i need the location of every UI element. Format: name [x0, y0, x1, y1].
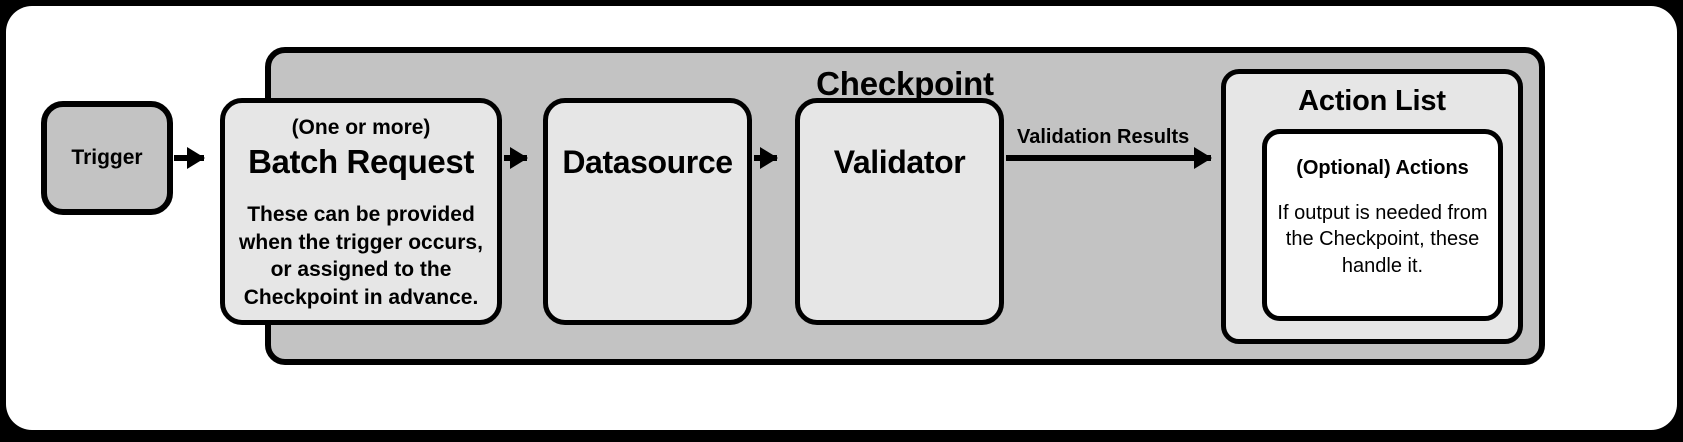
- node-trigger[interactable]: Trigger: [41, 101, 173, 215]
- node-validator[interactable]: Validator: [795, 98, 1004, 325]
- trigger-label: Trigger: [71, 146, 143, 169]
- batch-request-title: Batch Request: [248, 143, 474, 181]
- node-optional-actions[interactable]: (Optional) Actions If output is needed f…: [1262, 129, 1503, 321]
- checkpoint-title: Checkpoint: [816, 65, 994, 102]
- optional-actions-title: (Optional) Actions: [1296, 157, 1469, 179]
- action-list-title: Action List: [1298, 85, 1446, 117]
- diagram-frame: Trigger Checkpoint (One or more) Batch R…: [6, 6, 1677, 430]
- arrow-trigger-to-batch-request: [174, 155, 204, 161]
- arrow-validator-to-action-list: [1006, 155, 1211, 161]
- node-datasource[interactable]: Datasource: [543, 98, 752, 325]
- arrow-label-validation-results: Validation Results: [1017, 126, 1190, 148]
- arrow-batch-request-to-datasource: [504, 155, 527, 161]
- optional-actions-body: If output is needed from the Checkpoint,…: [1277, 202, 1488, 277]
- node-batch-request[interactable]: (One or more) Batch Request These can be…: [220, 98, 502, 325]
- batch-request-subtitle: (One or more): [291, 116, 431, 139]
- arrow-datasource-to-validator: [754, 155, 777, 161]
- batch-request-body: These can be provided when the trigger o…: [239, 202, 483, 309]
- validator-label: Validator: [833, 144, 966, 180]
- datasource-label: Datasource: [562, 144, 733, 180]
- container-action-list[interactable]: Action List (Optional) Actions If output…: [1221, 69, 1523, 344]
